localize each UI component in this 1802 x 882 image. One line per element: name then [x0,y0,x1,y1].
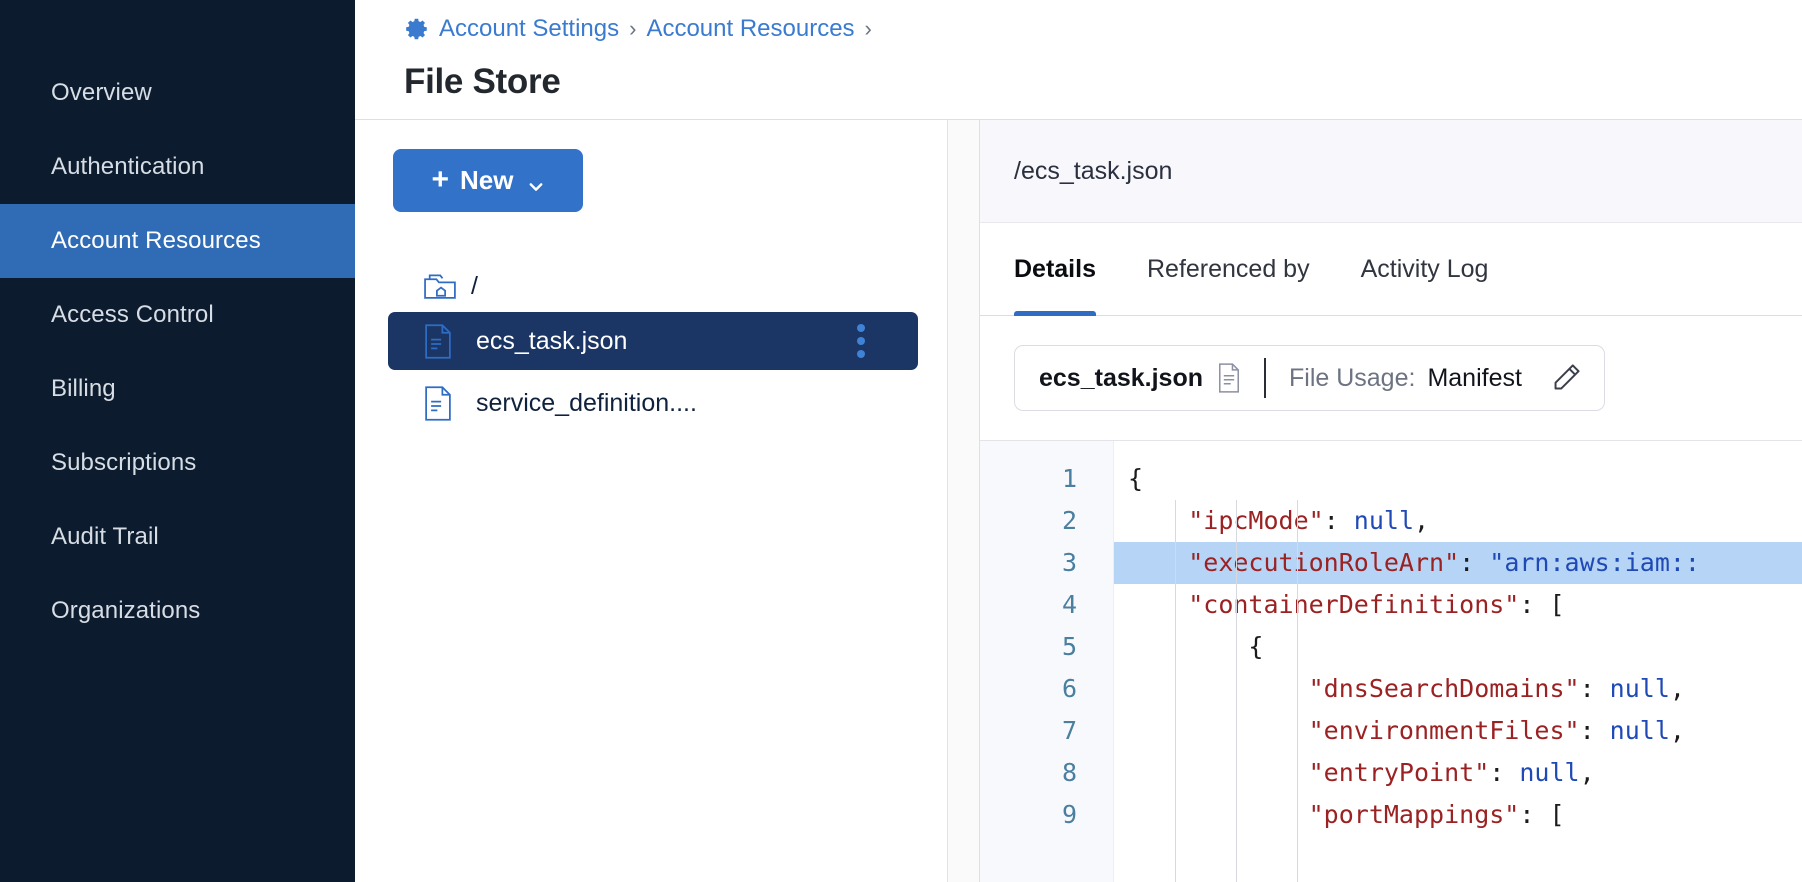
tab-referenced-by[interactable]: Referenced by [1147,223,1310,316]
gear-icon [404,16,430,42]
sidebar-item-authentication[interactable]: Authentication [0,130,355,204]
code-editor[interactable]: 123456789 { "ipcMode": null, "executionR… [980,440,1802,882]
code-content[interactable]: { "ipcMode": null, "executionRoleArn": "… [1114,441,1802,882]
line-number: 4 [980,584,1077,626]
file-tree-pane: + New [355,120,947,882]
pencil-icon[interactable] [1550,362,1582,394]
details-pane: /ecs_task.json Details Referenced by Activ… [980,120,1802,882]
file-row-list: ecs_task.json service_definition.... [355,312,947,432]
sidebar-item-account-resources[interactable]: Account Resources [0,204,355,278]
tab-label: Details [1014,255,1096,284]
new-button-label: New [460,165,513,196]
file-tree: / ecs_task.json service_definition.... [355,264,947,432]
main-region: Account Settings › Account Resources › F… [355,0,1802,882]
line-number: 3 [980,542,1077,584]
plus-icon: + [432,165,450,195]
code-line[interactable]: "executionRoleArn": "arn:aws:iam:: [1114,542,1802,584]
sidebar-item-label: Subscriptions [51,449,196,477]
page-header: Account Settings › Account Resources › F… [355,0,1802,120]
file-row-label: service_definition.... [476,389,697,418]
line-number: 1 [980,458,1077,500]
folder-home-icon [423,271,458,301]
sidebar-item-subscriptions[interactable]: Subscriptions [0,426,355,500]
sidebar-item-label: Account Resources [51,227,261,255]
line-number: 8 [980,752,1077,794]
file-row[interactable]: ecs_task.json [388,312,918,370]
tab-label: Referenced by [1147,255,1310,284]
sidebar-item-label: Billing [51,375,116,403]
file-row[interactable]: service_definition.... [388,374,918,432]
body-split: + New [355,120,1802,882]
code-line[interactable]: "entryPoint": null, [1114,752,1802,794]
line-number-gutter: 123456789 [980,441,1114,882]
sidebar-item-label: Audit Trail [51,523,159,551]
usage-value: Manifest [1427,364,1521,393]
file-row-label: ecs_task.json [476,327,627,356]
sidebar-item-access-control[interactable]: Access Control [0,278,355,352]
file-path-text: /ecs_task.json [1014,157,1172,186]
file-path-bar: /ecs_task.json [980,120,1802,223]
code-line[interactable]: "dnsSearchDomains": null, [1114,668,1802,710]
file-json-icon [424,324,452,359]
code-line[interactable]: "environmentFiles": null, [1114,710,1802,752]
line-number: 6 [980,668,1077,710]
tab-details[interactable]: Details [1014,223,1096,316]
line-number: 9 [980,794,1077,836]
code-line[interactable]: { [1114,458,1802,500]
breadcrumb-item-account-resources[interactable]: Account Resources [646,15,854,43]
line-number: 7 [980,710,1077,752]
breadcrumb-separator: › [628,16,637,42]
code-line[interactable]: "portMappings": [ [1114,794,1802,836]
page-title: File Store [404,62,1802,102]
sidebar: OverviewAuthenticationAccount ResourcesA… [0,0,355,882]
sidebar-item-billing[interactable]: Billing [0,352,355,426]
code-line[interactable]: "ipcMode": null, [1114,500,1802,542]
usage-label: File Usage: [1289,364,1415,393]
new-button[interactable]: + New [393,149,583,212]
line-number: 2 [980,500,1077,542]
kebab-menu-icon[interactable] [857,324,865,358]
breadcrumb-separator-2: › [864,16,873,42]
breadcrumb-item-account-settings[interactable]: Account Settings [439,15,619,43]
usage-file-name: ecs_task.json [1039,364,1203,393]
file-usage-card: ecs_task.json File Usage: Manifest [1014,345,1605,411]
sidebar-item-organizations[interactable]: Organizations [0,574,355,648]
file-usage-section: ecs_task.json File Usage: Manifest [980,316,1802,411]
file-json-icon [424,386,452,421]
details-tabs: Details Referenced by Activity Log [980,223,1802,316]
chevron-down-icon [527,172,545,190]
document-icon [1217,363,1241,393]
sidebar-item-audit-trail[interactable]: Audit Trail [0,500,355,574]
tab-activity-log[interactable]: Activity Log [1361,223,1489,316]
sidebar-nav-list: OverviewAuthenticationAccount ResourcesA… [0,56,355,648]
sidebar-item-label: Organizations [51,597,200,625]
tree-root-label: / [471,272,478,301]
line-number: 5 [980,626,1077,668]
code-line[interactable]: { [1114,626,1802,668]
tree-root-folder[interactable]: / [355,264,947,308]
code-line[interactable]: "containerDefinitions": [ [1114,584,1802,626]
usage-divider [1264,358,1266,398]
breadcrumb: Account Settings › Account Resources › [404,9,1802,49]
tab-label: Activity Log [1361,255,1489,284]
sidebar-item-label: Authentication [51,153,205,181]
sidebar-item-label: Overview [51,79,152,107]
sidebar-item-label: Access Control [51,301,214,329]
sidebar-item-overview[interactable]: Overview [0,56,355,130]
pane-splitter[interactable] [947,120,980,882]
